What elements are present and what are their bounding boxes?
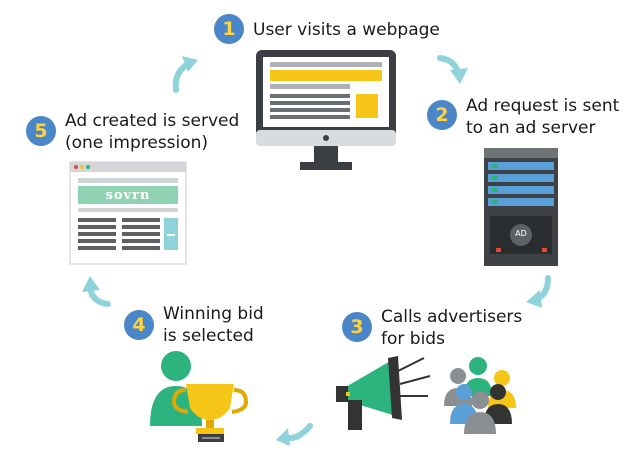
arrow-4-to-5 bbox=[82, 276, 111, 307]
step-5-label: Ad created is served (one impression) bbox=[65, 111, 240, 153]
step-4-badge: 4 bbox=[124, 310, 154, 340]
step-2-label: Ad request is sent to an ad server bbox=[466, 96, 620, 138]
arrow-2-to-3 bbox=[526, 275, 551, 308]
step-3-badge: 3 bbox=[342, 312, 372, 342]
arrow-1-to-2 bbox=[437, 55, 468, 84]
advertisers-crowd-icon bbox=[444, 357, 516, 434]
step-5-badge: 5 bbox=[26, 116, 56, 146]
winner-with-trophy-icon bbox=[150, 351, 249, 442]
browser-brand-logo: sovrn bbox=[105, 188, 151, 203]
step-2-badge: 2 bbox=[427, 100, 457, 130]
arrow-3-to-4 bbox=[276, 423, 313, 446]
step-4-label: Winning bid is selected bbox=[163, 304, 264, 346]
step-1-badge: 1 bbox=[214, 14, 244, 44]
step-3-label: Calls advertisers for bids bbox=[381, 307, 523, 349]
browser-window-icon bbox=[69, 161, 187, 265]
step-1-label: User visits a webpage bbox=[253, 20, 440, 40]
server-icon bbox=[484, 148, 558, 266]
megaphone-icon bbox=[336, 356, 431, 430]
desktop-monitor-icon bbox=[256, 50, 396, 170]
arrow-5-to-1 bbox=[172, 56, 198, 93]
server-ad-label: AD bbox=[515, 229, 527, 238]
